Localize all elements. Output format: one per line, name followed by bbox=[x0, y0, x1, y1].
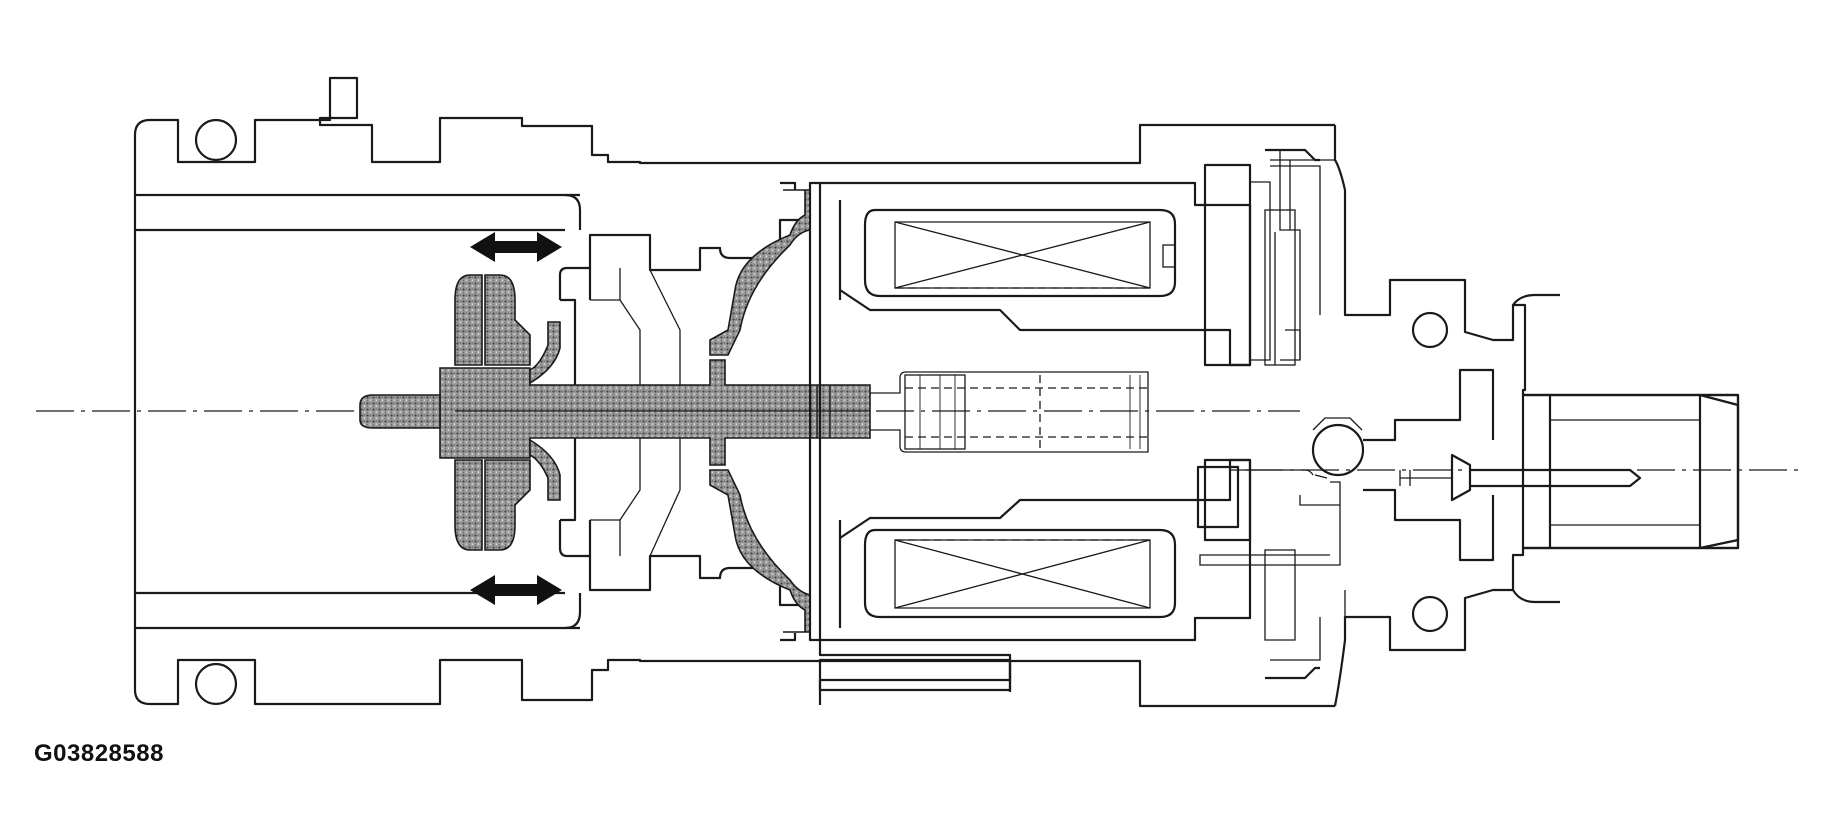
check-ball-and-pin bbox=[1199, 368, 1495, 566]
pole-piece bbox=[1196, 163, 1271, 542]
solenoid-coil-upper bbox=[863, 208, 1177, 298]
connector-housing bbox=[1264, 125, 1740, 707]
upper-double-arrow bbox=[470, 232, 562, 262]
center-axis bbox=[36, 410, 1805, 471]
o-ring-seals bbox=[194, 118, 1449, 706]
diaphragm bbox=[709, 189, 811, 633]
connector-socket bbox=[1521, 393, 1740, 550]
armature-plunger bbox=[870, 371, 1149, 453]
lower-double-arrow bbox=[470, 575, 562, 605]
motion-arrows bbox=[470, 232, 562, 605]
right-flange bbox=[1344, 190, 1560, 617]
valve-spool bbox=[359, 274, 871, 551]
terminal-pin bbox=[1399, 453, 1642, 502]
valve-housing-left bbox=[133, 76, 1335, 708]
solenoid-coil-lower bbox=[863, 528, 1177, 619]
figure-code: G03828588 bbox=[34, 740, 164, 767]
coil-housing bbox=[780, 181, 1252, 705]
